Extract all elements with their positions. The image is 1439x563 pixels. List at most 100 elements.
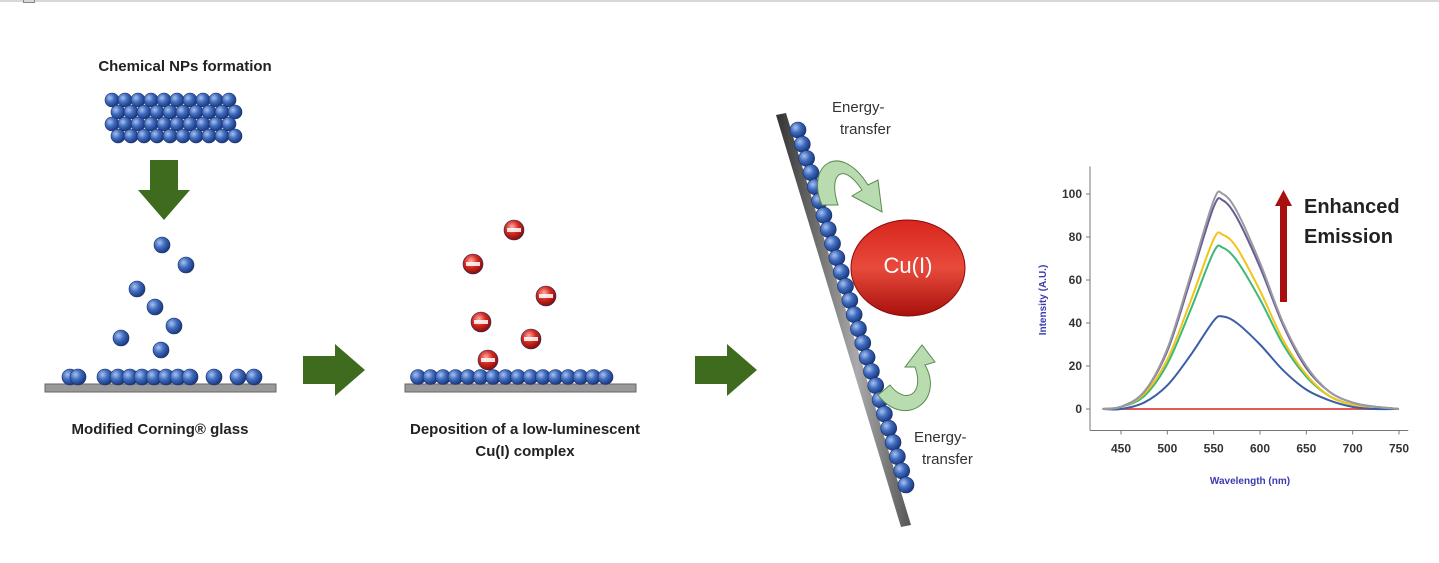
nanoparticle: [175, 128, 191, 144]
curved-arrow-icon: [817, 160, 883, 213]
step2-caption-line2: Cu(I) complex: [475, 443, 575, 460]
y-tick-label: 20: [1069, 359, 1083, 373]
nanoparticle: [123, 128, 139, 144]
energy-transfer-line: Energy-: [914, 429, 967, 446]
top-border: [0, 0, 1439, 2]
nanoparticle: [794, 135, 811, 153]
nanoparticle: [245, 368, 263, 386]
minus-mark: [539, 294, 553, 298]
right-arrow-icon: [695, 344, 757, 396]
x-tick-label: 550: [1204, 442, 1224, 456]
nanoparticle: [597, 369, 614, 385]
glass-slide-1: [44, 383, 277, 393]
nanoparticle: [136, 128, 152, 144]
x-tick-label: 750: [1389, 442, 1409, 456]
right-arrow-icon: [303, 344, 365, 396]
energy-transfer-line: Energy-: [832, 99, 885, 116]
nanoparticle: [841, 292, 859, 309]
nanoparticle: [815, 206, 833, 224]
annotation-line: Emission: [1304, 226, 1393, 248]
nanoparticle: [867, 377, 885, 394]
glass-slide-2: [404, 383, 637, 393]
x-tick-label: 450: [1111, 442, 1131, 456]
nanoparticle: [824, 235, 841, 252]
energy-transfer-line: transfer: [922, 451, 973, 468]
nanoparticle: [798, 150, 815, 167]
nanoparticle: [153, 236, 171, 254]
minus-mark: [474, 320, 488, 324]
nanoparticle: [201, 128, 217, 144]
cu-complex: [850, 219, 966, 317]
x-tick-label: 700: [1343, 442, 1363, 456]
nanoparticles: [61, 92, 915, 494]
nanoparticle: [897, 476, 915, 494]
cu-complex-label: Cu(I): [883, 253, 933, 278]
nanoparticle: [227, 128, 243, 144]
y-tick-label: 0: [1075, 402, 1082, 416]
nanoparticle: [828, 249, 846, 267]
nanoparticle: [854, 334, 872, 352]
annotation-line: Enhanced: [1304, 196, 1400, 218]
nanoparticle: [162, 128, 178, 144]
enhanced-emission-annotation: Enhanced Emission: [1304, 192, 1400, 252]
nanoparticle: [152, 341, 170, 359]
nanoparticle: [181, 368, 199, 386]
nanoparticle: [884, 434, 902, 451]
nanoparticle: [205, 368, 223, 386]
x-tick-label: 650: [1296, 442, 1316, 456]
nanoparticle: [128, 280, 146, 298]
y-tick-label: 40: [1069, 316, 1083, 330]
x-tick-label: 500: [1157, 442, 1177, 456]
y-tick-label: 60: [1069, 273, 1083, 287]
step1-title: Chemical NPs formation: [98, 58, 272, 75]
nanoparticle: [188, 128, 204, 144]
energy-transfer-top: Energy- transfer: [832, 97, 891, 141]
y-axis-label: Intensity (A.U.): [1038, 265, 1049, 336]
nanoparticle: [802, 164, 820, 181]
nanoparticle: [880, 419, 898, 437]
nanoparticle: [845, 306, 863, 323]
nanoparticle: [112, 329, 130, 347]
x-tick-label: 600: [1250, 442, 1270, 456]
tilted-glass-slide: [776, 113, 911, 527]
minus-mark: [466, 262, 480, 266]
series-line-yellow: [1102, 231, 1400, 410]
nanoparticle: [149, 128, 165, 144]
nanoparticle: [177, 256, 195, 274]
nanoparticle: [221, 116, 237, 132]
energy-transfer-line: transfer: [840, 121, 891, 138]
curved-arrow-icon: [877, 344, 936, 412]
resize-handle: [23, 0, 35, 3]
nanoparticle: [876, 405, 893, 423]
nanoparticle: [837, 277, 854, 295]
series-line-blue: [1102, 315, 1400, 411]
nanoparticle: [893, 462, 910, 480]
green-arrows: [138, 160, 757, 396]
y-tick-label: 80: [1069, 230, 1083, 244]
nanoparticle: [889, 448, 906, 465]
nanoparticle: [819, 221, 837, 238]
nanoparticle: [227, 104, 243, 120]
nanoparticle: [146, 298, 164, 316]
nanoparticle: [221, 92, 237, 108]
series-line-green: [1102, 244, 1400, 410]
energy-transfer-arrows: [817, 160, 936, 412]
series-line-gray: [1102, 190, 1400, 410]
nanoparticle: [789, 121, 807, 139]
step2-caption-line1: Deposition of a low-luminescent: [409, 421, 641, 438]
nanoparticle: [110, 128, 126, 144]
minus-mark: [524, 337, 538, 341]
step1-caption: Modified Corning® glass: [71, 421, 249, 438]
x-axis-label: Wavelength (nm): [1210, 476, 1290, 487]
minus-mark: [507, 228, 521, 232]
nanoparticle: [214, 128, 230, 144]
down-arrow-icon: [138, 160, 190, 220]
nanoparticle: [863, 363, 880, 380]
energy-transfer-bottom: Energy- transfer: [914, 427, 973, 471]
nanoparticle: [850, 320, 867, 338]
nanoparticle: [165, 317, 183, 335]
up-arrow-icon: [1275, 190, 1292, 302]
